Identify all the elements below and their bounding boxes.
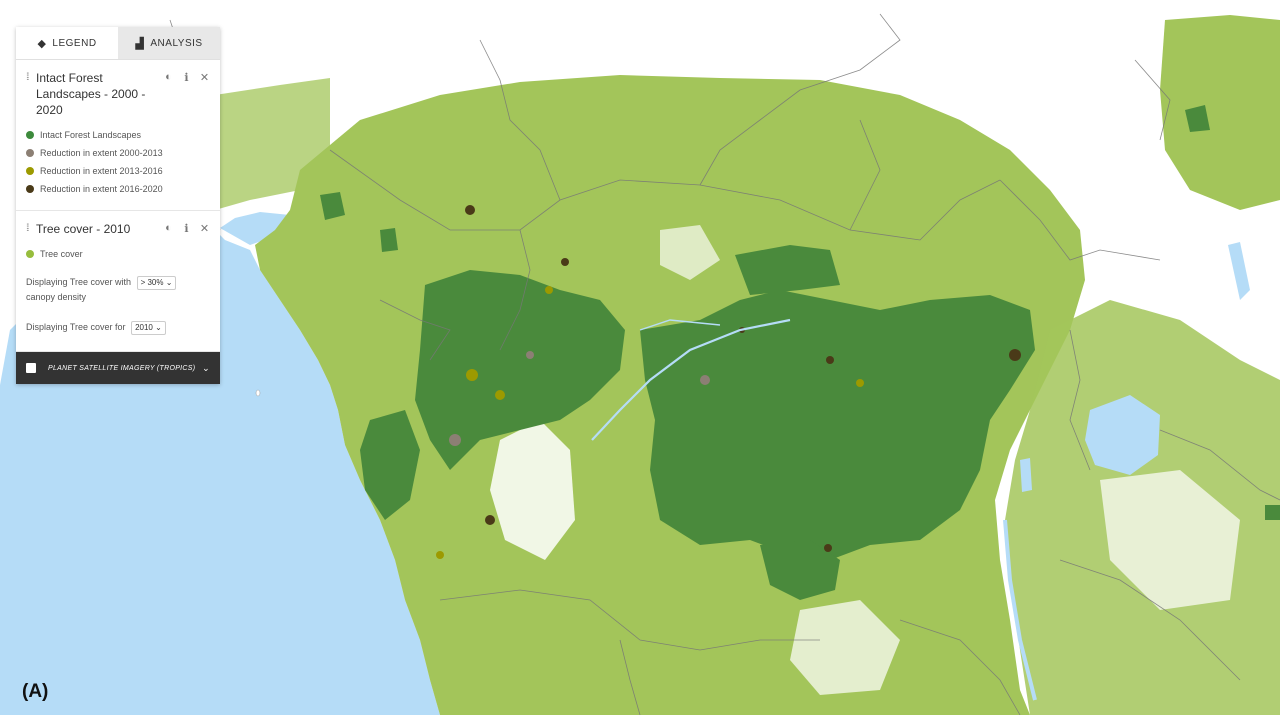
intact-forest-west — [415, 270, 625, 470]
tab-analysis[interactable]: ▟ ANALYSIS — [118, 27, 220, 59]
panel-tabs: ◆ LEGEND ▟ ANALYSIS — [16, 27, 220, 60]
legend-swatch — [26, 167, 34, 175]
tab-legend-label: LEGEND — [52, 37, 97, 49]
legend-swatch — [26, 131, 34, 139]
drag-handle-icon[interactable]: ⁞⁞ — [26, 223, 30, 234]
intact-forest-small-1 — [320, 192, 345, 220]
savanna-patch-1 — [490, 420, 575, 560]
legend-panel: ◆ LEGEND ▟ ANALYSIS ⁞⁞ Intact Forest Lan… — [16, 27, 220, 384]
legend-label: Tree cover — [40, 249, 83, 259]
planet-imagery-toggle[interactable]: PLANET SATELLITE IMAGERY (TROPICS) ⌄ — [16, 352, 220, 384]
legend-item: Reduction in extent 2000-2013 — [26, 144, 210, 162]
legend-label: Intact Forest Landscapes — [40, 130, 142, 140]
layers-icon: ◆ — [37, 37, 47, 50]
reduction-patch — [700, 375, 710, 385]
savanna-patch-4 — [660, 225, 720, 280]
intact-forest-small-4 — [1265, 505, 1280, 520]
reduction-patch — [449, 434, 461, 446]
reduction-patch — [526, 351, 534, 359]
congo-river — [591, 318, 791, 441]
density-suffix: canopy density — [26, 292, 87, 302]
river-tributary — [639, 319, 721, 331]
legend-item: Reduction in extent 2016-2020 — [26, 180, 210, 198]
planet-label: PLANET SATELLITE IMAGERY (TROPICS) — [48, 364, 196, 372]
layer-tree-cover: ⁞⁞ Tree cover - 2010 ◐ ℹ ✕ Tree cover Di… — [16, 211, 220, 352]
intact-forest-central — [640, 290, 1035, 560]
intact-forest-small-3 — [1185, 105, 1210, 132]
chevron-down-icon: ⌄ — [165, 278, 173, 287]
layer-title: Intact Forest Landscapes - 2000 - 2020 — [36, 71, 146, 117]
bioko-island — [319, 268, 333, 278]
opacity-icon[interactable]: ◐ — [165, 71, 172, 83]
intact-forest-small-2 — [380, 228, 398, 252]
chevron-down-icon: ⌄ — [155, 323, 162, 332]
opacity-icon[interactable]: ◐ — [165, 222, 172, 234]
lake-albert — [1228, 242, 1250, 300]
reduction-patch — [436, 551, 444, 559]
intact-forest-south — [760, 540, 840, 600]
reduction-patch — [826, 356, 834, 364]
bar-chart-icon: ▟ — [135, 37, 145, 50]
reduction-patch — [495, 390, 505, 400]
legend-item: Reduction in extent 2013-2016 — [26, 162, 210, 180]
tab-analysis-label: ANALYSIS — [150, 37, 203, 49]
ocean-upper — [220, 212, 300, 245]
layer-title: Tree cover - 2010 — [36, 222, 131, 236]
reduction-patch — [561, 258, 569, 266]
info-icon[interactable]: ℹ — [184, 223, 189, 235]
reduction-patch — [485, 515, 495, 525]
canopy-density-select[interactable]: > 30% ⌄ — [136, 276, 177, 290]
legend-swatch — [26, 250, 34, 258]
year-value: 2010 — [135, 323, 153, 332]
lake-victoria — [1085, 395, 1160, 475]
legend-label: Reduction in extent 2013-2016 — [40, 166, 163, 176]
year-setting: Displaying Tree cover for 2010 ⌄ — [26, 320, 210, 335]
reduction-patch — [545, 286, 553, 294]
canopy-density-value: > 30% — [140, 278, 164, 287]
reduction-patch — [465, 205, 475, 215]
density-prefix: Displaying Tree cover with — [26, 277, 132, 287]
intact-forest-north — [735, 245, 840, 295]
legend-label: Reduction in extent 2000-2013 — [40, 148, 163, 158]
intact-forest-coast — [360, 410, 420, 520]
savanna-patch-3 — [1100, 470, 1240, 610]
reduction-patch — [856, 379, 864, 387]
legend-swatch — [26, 149, 34, 157]
lake-tanganyika — [1003, 519, 1037, 701]
sao-tome-island — [255, 389, 261, 397]
savanna-patch-2 — [790, 600, 900, 695]
figure-label: (A) — [22, 681, 49, 702]
info-icon[interactable]: ℹ — [184, 72, 189, 84]
legend-item: Tree cover — [26, 245, 210, 263]
reduction-patch — [824, 544, 832, 552]
layer-intact-forest: ⁞⁞ Intact Forest Landscapes - 2000 - 202… — [16, 60, 220, 211]
tab-legend[interactable]: ◆ LEGEND — [16, 27, 118, 59]
reduction-patch — [466, 369, 478, 381]
close-icon[interactable]: ✕ — [199, 223, 210, 235]
lake-kivu — [1020, 458, 1032, 492]
planet-checkbox[interactable] — [26, 363, 36, 373]
legend-item: Intact Forest Landscapes — [26, 126, 210, 144]
canopy-density-setting: Displaying Tree cover with > 30% ⌄ canop… — [26, 275, 210, 304]
tree-cover-northeast — [1160, 15, 1280, 210]
top-strip — [0, 0, 1280, 14]
close-icon[interactable]: ✕ — [199, 72, 210, 84]
drag-handle-icon[interactable]: ⁞⁞ — [26, 72, 30, 83]
chevron-down-icon[interactable]: ⌄ — [202, 362, 210, 373]
legend-label: Reduction in extent 2016-2020 — [40, 184, 163, 194]
legend-swatch — [26, 185, 34, 193]
year-prefix: Displaying Tree cover for — [26, 322, 126, 332]
year-select[interactable]: 2010 ⌄ — [131, 321, 166, 335]
reduction-patch — [1009, 349, 1021, 361]
